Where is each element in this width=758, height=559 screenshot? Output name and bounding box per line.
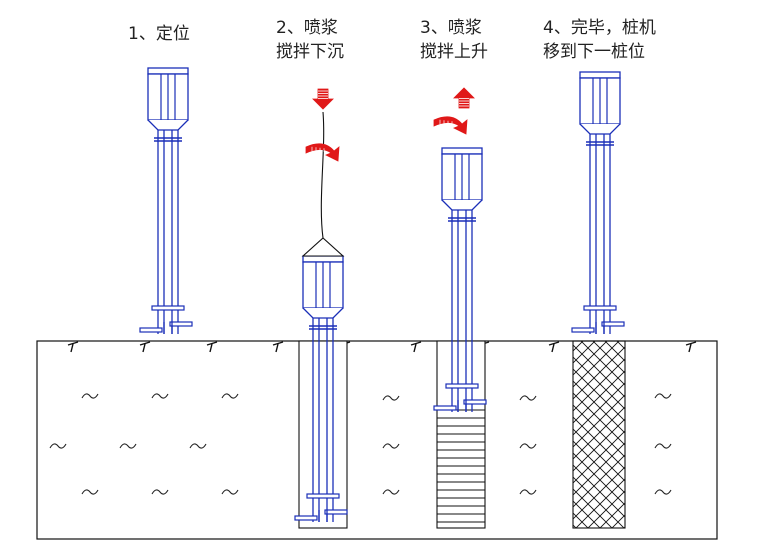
hook-triangle	[301, 237, 345, 257]
soil-mark	[654, 489, 672, 495]
soil-mark	[151, 393, 169, 399]
soil-mark	[654, 443, 672, 449]
mixing-blade	[169, 321, 193, 327]
mixing-blade	[571, 327, 595, 333]
machine-cap	[579, 71, 621, 79]
arrow-shape	[305, 143, 340, 162]
soil-mark	[654, 393, 672, 399]
machine-taper	[441, 199, 483, 211]
grass-mark	[548, 341, 560, 353]
soil-mark	[382, 443, 400, 449]
soil-mark	[49, 443, 67, 449]
grass-mark	[139, 341, 151, 353]
machine-taper	[302, 307, 344, 319]
grass-mark	[67, 341, 79, 353]
up-arrow-step-3	[453, 87, 475, 109]
boreholes	[298, 340, 626, 529]
machine-step-2	[294, 255, 348, 522]
cable-step-2	[301, 111, 345, 257]
mixing-blade	[151, 305, 185, 311]
soil-mark	[221, 489, 239, 495]
soil-mark	[519, 395, 537, 401]
down-arrow-step-2	[312, 88, 334, 110]
arrow-shape	[453, 87, 475, 109]
machine-taper	[579, 123, 621, 135]
grass-mark	[410, 341, 422, 353]
soil-mark	[81, 489, 99, 495]
completed-pile	[572, 340, 626, 529]
soil-mark	[221, 393, 239, 399]
cable	[320, 111, 325, 239]
mixing-blade	[433, 405, 457, 411]
machine-step-4	[571, 71, 625, 334]
soil-mark	[119, 443, 137, 449]
borehole-step-2	[298, 340, 348, 529]
ground-outline	[36, 340, 718, 540]
soil-mark	[519, 443, 537, 449]
soil-mark	[382, 489, 400, 495]
machine-cap	[302, 255, 344, 263]
mixing-blade	[324, 509, 348, 515]
machine-cap	[441, 147, 483, 155]
step-2-title: 2、喷浆	[276, 18, 338, 38]
arrow-shape	[433, 116, 468, 135]
soil-mark	[189, 443, 207, 449]
mixing-blade	[139, 327, 163, 333]
step-4-title: 4、完毕，桩机	[543, 18, 656, 38]
grass-mark	[272, 341, 284, 353]
soil-mark	[151, 489, 169, 495]
machine-step-3	[433, 147, 487, 412]
mixing-blade	[306, 493, 340, 499]
mixing-blade	[601, 321, 625, 327]
step-4-caption: 4、完毕，桩机 移到下一桩位	[543, 16, 656, 64]
step-1-title: 1、定位	[128, 24, 190, 44]
rotation-arrow-step-3	[433, 116, 468, 135]
machine-step-1	[139, 67, 193, 334]
step-3-subtitle: 搅拌上升	[420, 42, 488, 62]
machine-taper	[147, 119, 189, 131]
arrow-shape	[312, 88, 334, 110]
step-2-caption: 2、喷浆 搅拌下沉	[276, 16, 344, 64]
mixing-blade	[463, 399, 487, 405]
rotation-arrow-step-2	[305, 143, 340, 162]
soil-mark	[81, 393, 99, 399]
mixing-blade	[583, 305, 617, 311]
soil-mark	[382, 395, 400, 401]
step-3-caption: 3、喷浆 搅拌上升	[420, 16, 488, 64]
step-4-subtitle: 移到下一桩位	[543, 42, 645, 62]
step-2-subtitle: 搅拌下沉	[276, 42, 344, 62]
mixing-blade	[294, 515, 318, 521]
mixing-blade	[445, 383, 479, 389]
grass-mark	[206, 341, 218, 353]
machine-cap	[147, 67, 189, 75]
step-3-title: 3、喷浆	[420, 18, 482, 38]
soil-mark	[519, 489, 537, 495]
step-1-caption: 1、定位	[128, 22, 190, 46]
grass-mark	[685, 341, 697, 353]
